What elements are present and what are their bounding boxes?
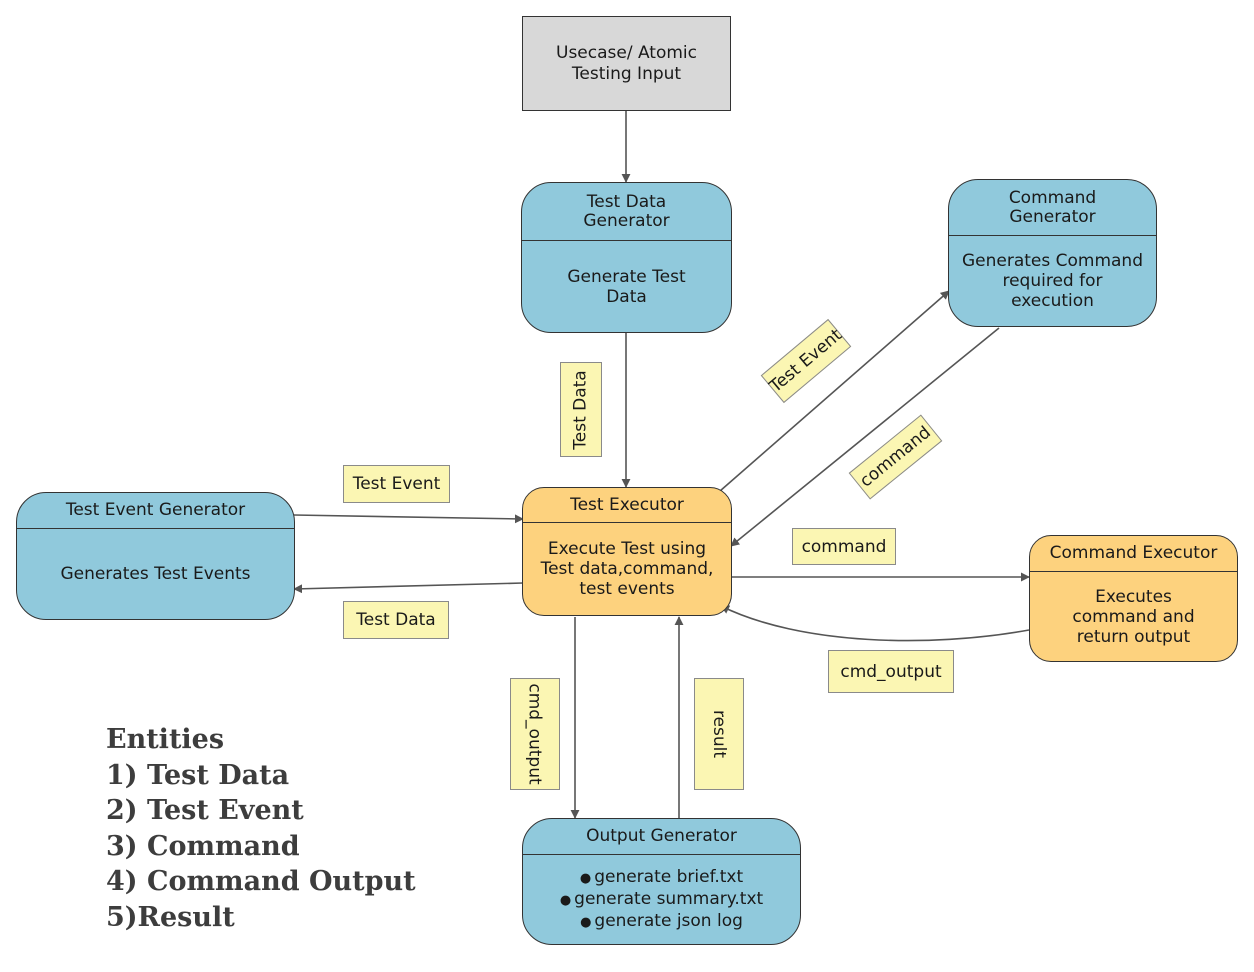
command-executor-body: Executes command and return output [1072, 586, 1195, 647]
command-generator-title: Command Generator [949, 180, 1156, 236]
output-generator-list: generate brief.txt generate summary.txt … [560, 867, 763, 933]
entity-item: 2) Test Event [106, 795, 304, 826]
output-item: generate summary.txt [560, 889, 763, 911]
edge-teg-to-executor [293, 514, 524, 524]
output-generator-node: Output Generator generate brief.txt gene… [522, 818, 801, 945]
usecase-input-box: Usecase/ Atomic Testing Input [522, 16, 731, 111]
output-item: generate json log [560, 911, 763, 933]
command-executor-title: Command Executor [1030, 536, 1237, 572]
edge-label-cmd-output-right: cmd_output [828, 650, 954, 693]
test-data-generator-title: Test Data Generator [522, 183, 731, 241]
command-executor-node: Command Executor Executes command and re… [1029, 535, 1238, 662]
edge-cmdgen-to-executor [730, 327, 1000, 547]
entity-item: 4) Command Output [106, 866, 416, 897]
edge-label-command-right: command [792, 528, 896, 565]
entity-item: 5)Result [106, 901, 235, 933]
output-item: generate brief.txt [560, 867, 763, 889]
usecase-input-text: Usecase/ Atomic Testing Input [556, 42, 697, 84]
test-event-generator-node: Test Event Generator Generates Test Even… [16, 492, 295, 620]
entities-legend: Entities 1) Test Data 2) Test Event 3) C… [106, 722, 416, 935]
output-generator-title: Output Generator [523, 819, 800, 855]
edge-label-test-event-left: Test Event [343, 465, 450, 503]
test-event-generator-body: Generates Test Events [60, 564, 251, 584]
test-executor-title: Test Executor [523, 488, 731, 523]
test-data-generator-body: Generate Test Data [567, 266, 686, 307]
edge-label-cmd-output-bottom: cmd_output [510, 678, 560, 790]
test-event-generator-title: Test Event Generator [17, 493, 294, 529]
test-data-generator-node: Test Data Generator Generate Test Data [521, 182, 732, 333]
edge-label-test-data-left: Test Data [343, 601, 449, 639]
command-generator-node: Command Generator Generates Command requ… [948, 179, 1157, 327]
output-generator-body: generate brief.txt generate summary.txt … [523, 855, 800, 944]
entity-item: 1) Test Data [106, 759, 290, 791]
command-generator-body: Generates Command required for execution [961, 251, 1144, 311]
entities-heading: Entities [106, 724, 225, 755]
entity-item: 3) Command [106, 830, 300, 862]
edge-label-test-data-vertical: Test Data [560, 362, 602, 457]
test-executor-body: Execute Test using Test data,command, te… [540, 539, 714, 599]
edge-label-result: result [694, 678, 744, 790]
test-executor-node: Test Executor Execute Test using Test da… [522, 487, 732, 616]
edge-cmdexec-to-executor [720, 605, 1030, 642]
edge-executor-to-cmdgen [719, 290, 950, 492]
edge-executor-to-teg [293, 582, 524, 594]
